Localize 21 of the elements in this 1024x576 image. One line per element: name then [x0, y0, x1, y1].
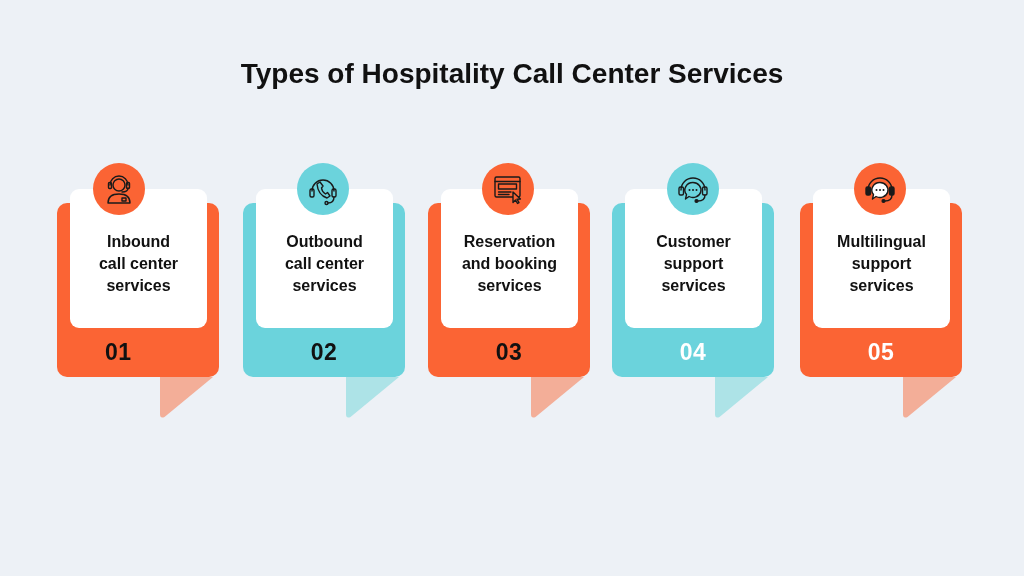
text-panel	[256, 189, 393, 328]
text-panel	[70, 189, 207, 328]
text-panel	[441, 189, 578, 328]
service-name: Reservation and booking services	[460, 232, 559, 296]
service-name: Multilingual support services	[836, 232, 927, 296]
text-panel	[813, 189, 950, 328]
step-number: 05	[867, 338, 895, 366]
text-panel	[625, 189, 762, 328]
service-card	[800, 189, 962, 377]
service-card	[57, 189, 219, 377]
service-name: Inbound call center services	[97, 232, 180, 296]
service-card	[612, 189, 774, 377]
step-number: 02	[310, 338, 338, 366]
step-number: 01	[105, 338, 132, 366]
service-name: Outbound call center services	[283, 232, 366, 296]
service-card	[243, 189, 405, 377]
step-number: 04	[679, 338, 707, 366]
service-name: Customer support services	[655, 232, 732, 296]
step-number: 03	[495, 338, 523, 366]
title: Types of Hospitality Call Center Services	[240, 57, 784, 91]
service-card	[428, 189, 590, 377]
